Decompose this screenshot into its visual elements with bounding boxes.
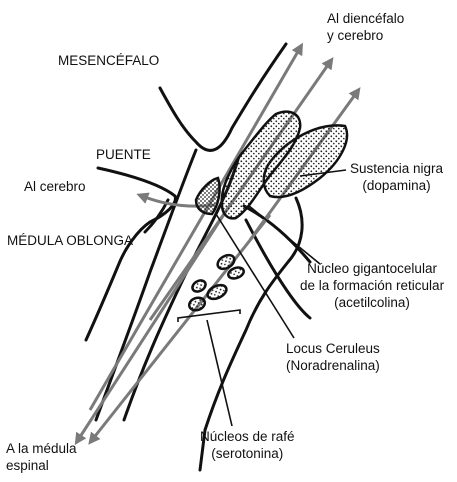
label-raphe: Núcleos de rafé (serotonina): [200, 428, 295, 462]
label-mesencefalo: MESENCÉFALO: [58, 52, 159, 69]
label-locus-line1: Locus Ceruleus: [286, 340, 380, 357]
label-raphe-line2: (serotonina): [200, 445, 295, 462]
label-sustancia-line2: (dopamina): [350, 177, 443, 194]
label-al-diencefalo: Al diencéfalo y cerebro: [327, 10, 404, 44]
label-gigantocelular: Núcleo gigantocelular de la formación re…: [300, 260, 444, 311]
arrow-to-diencephalon-1: [90, 48, 300, 410]
label-medula-line2: espinal: [6, 457, 77, 474]
label-sustancia-nigra: Sustencia nigra (dopamina): [350, 160, 443, 194]
raphe-nucleus-3: [190, 278, 207, 294]
medulla-inner-contour: [145, 200, 168, 232]
label-puente: PUENTE: [96, 146, 151, 163]
raphe-nucleus-5: [187, 296, 206, 313]
label-gigantocelular-line1: Núcleo gigantocelular: [300, 260, 444, 277]
label-al-diencefalo-line2: y cerebro: [327, 27, 404, 44]
label-locus-line2: (Noradrenalina): [286, 357, 380, 374]
locus-ceruleus: [196, 178, 220, 214]
label-gigantocelular-line3: (acetilcolina): [300, 294, 444, 311]
raphe-nucleus-4: [205, 282, 228, 301]
label-gigantocelular-line2: de la formación reticular: [300, 277, 444, 294]
pons-ventral-contour: [86, 168, 175, 340]
label-medula-line1: A la médula: [6, 440, 77, 457]
label-sustancia-line1: Sustencia nigra: [350, 160, 443, 177]
label-locus-ceruleus: Locus Ceruleus (Noradrenalina): [286, 340, 380, 374]
leader-gigantocellular: [248, 205, 320, 264]
label-medula-oblonga: MÉDULA OBLONGA: [7, 232, 133, 249]
label-raphe-line1: Núcleos de rafé: [200, 428, 295, 445]
label-al-cerebro: Al cerebro: [24, 178, 86, 195]
label-medula-espinal: A la médula espinal: [6, 440, 77, 474]
label-al-diencefalo-line1: Al diencéfalo: [327, 10, 404, 27]
